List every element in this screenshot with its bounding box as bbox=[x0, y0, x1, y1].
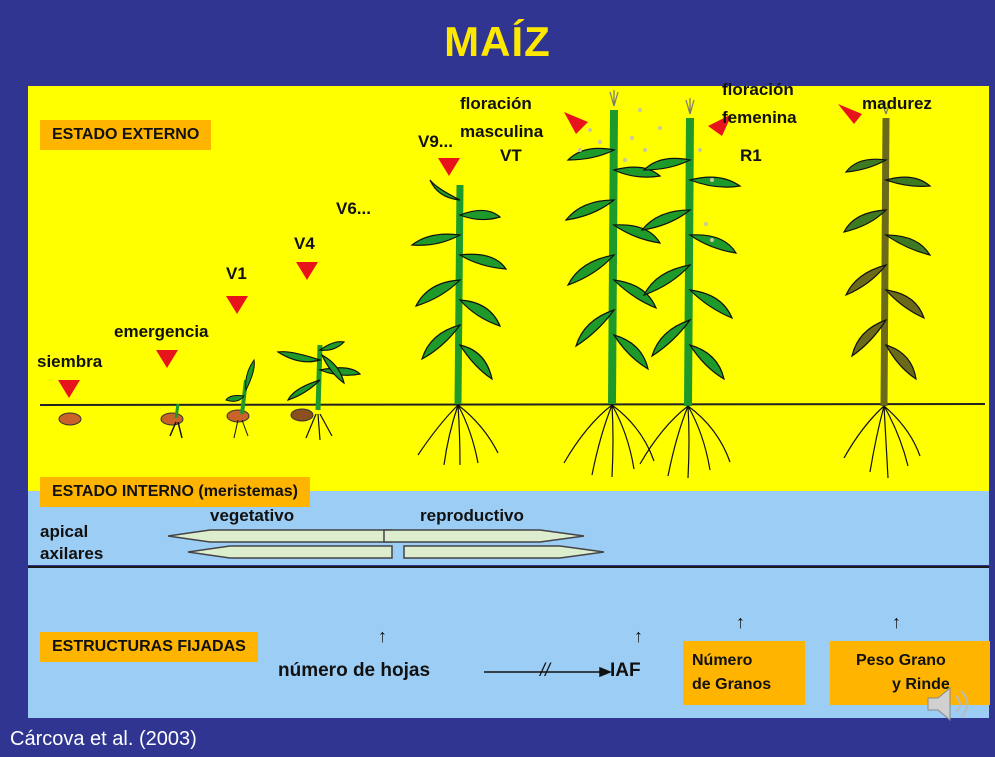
marker-floracion-femenina bbox=[708, 114, 732, 136]
bar-reproductivo-axilares bbox=[403, 545, 605, 559]
speaker-icon[interactable] bbox=[924, 680, 972, 728]
axis-break-mark: // bbox=[540, 660, 551, 680]
marker-v4 bbox=[296, 262, 318, 280]
arrow-up-icon: ↑ bbox=[634, 626, 643, 646]
pollen-dots bbox=[578, 108, 714, 242]
meristem-apical: apical bbox=[40, 522, 89, 541]
plant-v4 bbox=[276, 341, 362, 441]
meristem-axilares: axilares bbox=[40, 544, 104, 563]
slide-title: MAÍZ bbox=[444, 18, 551, 65]
structure-numero-hojas: número de hojas bbox=[278, 660, 431, 681]
stage-floracion-masculina-1: floración bbox=[460, 94, 532, 113]
stage-v9: V9... bbox=[418, 132, 453, 151]
meristem-bars bbox=[167, 529, 605, 559]
structure-numero-granos-1: Número bbox=[692, 652, 753, 669]
section-estructuras-fijadas: ESTRUCTURAS FIJADAS bbox=[40, 632, 258, 662]
external-state-panel bbox=[28, 86, 989, 491]
marker-emergencia bbox=[156, 350, 178, 368]
structure-peso-rinde-2: y Rinde bbox=[892, 676, 950, 693]
stage-v1: V1 bbox=[226, 264, 247, 283]
phase-reproductivo: reproductivo bbox=[420, 506, 524, 525]
section-estado-interno: ESTADO INTERNO (meristemas) bbox=[40, 477, 310, 507]
structure-numero-granos-2: de Granos bbox=[692, 676, 772, 693]
structure-iaf: IAF bbox=[610, 660, 641, 681]
stage-v4: V4 bbox=[294, 234, 315, 253]
stage-siembra: siembra bbox=[37, 352, 103, 371]
bar-vegetativo-axilares bbox=[187, 545, 393, 559]
stage-floracion-femenina-2: femenina bbox=[722, 108, 797, 127]
sprout-emergencia bbox=[169, 403, 183, 439]
marker-floracion-masculina bbox=[564, 112, 588, 134]
marker-siembra bbox=[58, 380, 80, 398]
plant-floracion-masculina bbox=[563, 90, 662, 478]
phase-vegetativo: vegetativo bbox=[210, 506, 295, 525]
arrow-up-icon: ↑ bbox=[736, 612, 745, 632]
structure-numero-granos-box bbox=[683, 641, 805, 705]
stage-vt: VT bbox=[500, 146, 522, 165]
hojas-iaf-arrow bbox=[484, 666, 613, 678]
marker-v1 bbox=[226, 296, 248, 314]
stage-floracion-masculina-2: masculina bbox=[460, 122, 544, 141]
stage-madurez: madurez bbox=[862, 94, 932, 113]
stage-r1: R1 bbox=[740, 146, 762, 165]
stage-markers bbox=[58, 104, 862, 398]
stage-v6: V6... bbox=[336, 199, 371, 218]
plant-v1 bbox=[225, 358, 255, 439]
plant-madurez bbox=[842, 101, 932, 479]
plant-floracion-femenina bbox=[639, 98, 742, 479]
structure-peso-rinde-1: Peso Grano bbox=[856, 652, 946, 669]
plant-v9 bbox=[410, 179, 508, 466]
bar-vegetativo-apical bbox=[167, 529, 393, 543]
seeds bbox=[58, 408, 314, 426]
bar-reproductivo-apical bbox=[383, 529, 585, 543]
marker-madurez bbox=[838, 104, 862, 124]
credit-citation: Cárcova et al. (2003) bbox=[0, 722, 272, 757]
marker-v9 bbox=[438, 158, 460, 176]
arrow-up-icon: ↑ bbox=[892, 612, 901, 632]
stage-floracion-femenina-1: floración bbox=[722, 80, 794, 99]
arrow-up-icon: ↑ bbox=[378, 626, 387, 646]
soil-line bbox=[39, 403, 986, 406]
stage-emergencia: emergencia bbox=[114, 322, 209, 341]
section-estado-externo: ESTADO EXTERNO bbox=[40, 120, 212, 150]
